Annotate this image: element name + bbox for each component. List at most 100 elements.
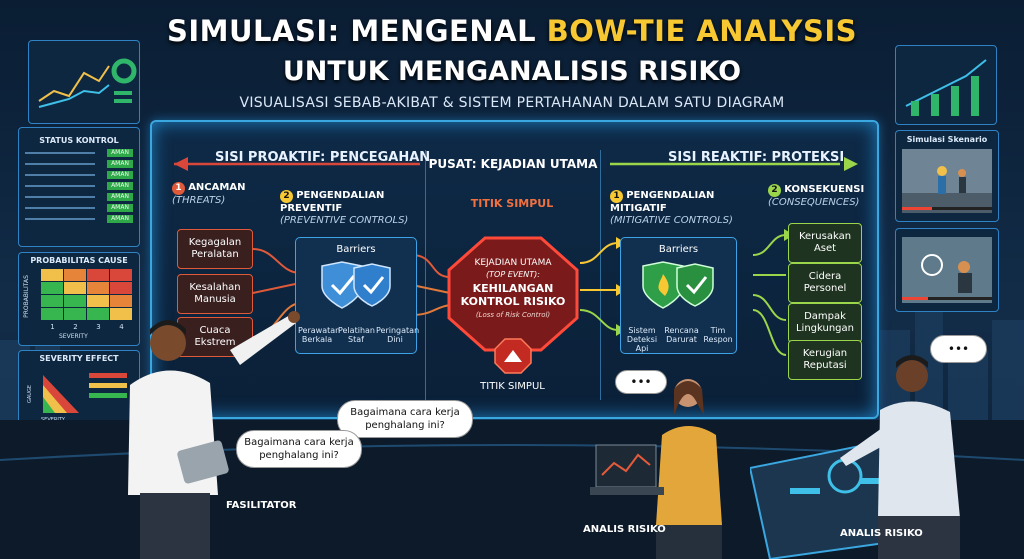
analyst1-label: ANALIS RISIKO: [583, 524, 666, 535]
prob-tick-label: 2: [73, 323, 78, 331]
status-row-line: [25, 185, 95, 187]
warning-octagon-icon: [494, 338, 532, 374]
top-event-octagon[interactable]: [447, 236, 579, 352]
scenario-video-thumbnail[interactable]: [902, 149, 992, 213]
status-row-line: [25, 152, 95, 154]
knot-top-label: TITIK SIMPUL: [470, 197, 554, 210]
status-panel-title: STATUS KONTROL: [39, 136, 119, 145]
thought-bubble-analyst1: •••: [615, 370, 667, 394]
mitigative-item-fire-detection: Sistem Deteksi Api: [626, 326, 658, 353]
risk-matrix-cell: [41, 308, 63, 320]
prob-tick-label: 1: [50, 323, 55, 331]
shield-fire-icon: [642, 261, 714, 309]
risk-matrix-cell: [87, 308, 109, 320]
title-highlight: BOW-TIE ANALYSIS: [546, 14, 858, 48]
header-arrows: [174, 157, 858, 171]
status-row: AMAN: [25, 149, 133, 157]
threat-item-extreme-weather[interactable]: Cuaca Ekstrem: [177, 317, 253, 357]
risk-matrix-cell: [110, 308, 132, 320]
risk-matrix-cell: [87, 295, 109, 307]
mini-line-chart-panel: [28, 40, 140, 124]
proactive-side-header: SISI PROAKTIF: PENCEGAHAN: [215, 150, 431, 165]
severity-gauge-chart: [43, 373, 127, 413]
risk-matrix-cell: [64, 269, 86, 281]
divider-left: [425, 150, 426, 400]
thought-bubble-analyst2: •••: [930, 335, 987, 363]
preventive-header: 2 PENGENDALIAN PREVENTIF(PREVENTIVE CONT…: [280, 190, 409, 226]
status-ok-badge: AMAN: [107, 204, 133, 212]
top-event-sub: (TOP EVENT):: [486, 270, 540, 279]
consequence-item-asset-damage[interactable]: Kerusakan Aset: [788, 223, 862, 263]
page-title: SIMULASI: MENGENAL BOW-TIE ANALYSIS: [166, 14, 858, 48]
status-row-line: [25, 163, 95, 165]
camera-feed-panel: [895, 228, 999, 312]
status-row: AMAN: [25, 160, 133, 168]
facilitator-label: FASILITATOR: [226, 500, 297, 511]
status-ok-badge: AMAN: [107, 171, 133, 179]
analyst2-figure: [750, 355, 960, 559]
severity-effect-panel: SEVERITY EFFECT GAUGE SEVERITY: [18, 350, 140, 428]
mitigative-barriers-box: Barriers Sistem Deteksi Api Rencana Daru…: [620, 237, 737, 354]
prob-ylabel: PROBABILITAS: [22, 275, 30, 318]
bar-chart-icon: [905, 59, 987, 116]
line-chart-icon: [38, 58, 137, 108]
divider-right: [600, 150, 601, 400]
mitigative-header: 1 PENGENDALIAN MITIGATIF(MITIGATIVE CONT…: [610, 190, 733, 226]
facilitator-figure: [128, 311, 300, 559]
status-row: AMAN: [25, 204, 133, 212]
effect-ylabel: GAUGE: [27, 385, 33, 403]
risk-matrix-cell: [87, 282, 109, 294]
knot-bottom-label: TITIK SIMPUL: [480, 381, 545, 392]
status-row-line: [25, 174, 95, 176]
risk-matrix-cell: [110, 295, 132, 307]
status-control-panel: STATUS KONTROL AMAN AMAN AMAN AMAN AMAN AMAN A…: [18, 127, 140, 247]
risk-matrix-cell: [64, 308, 86, 320]
threats-header: 1 ANCAMAN(THREATS): [172, 182, 246, 206]
status-ok-badge: AMAN: [107, 182, 133, 190]
threat-item-human-error[interactable]: Kesalahan Manusia: [177, 274, 253, 314]
status-ok-badge: AMAN: [107, 160, 133, 168]
consequence-item-environmental-impact[interactable]: Dampak Lingkungan: [788, 303, 862, 343]
risk-matrix-grid: [41, 269, 132, 320]
analyst2-label: ANALIS RISIKO: [840, 528, 923, 539]
status-row-line: [25, 218, 95, 220]
page-title-line2: UNTUK MENGANALISIS RISIKO: [282, 56, 742, 87]
risk-matrix-cell: [64, 282, 86, 294]
threat-item-equipment-failure[interactable]: Kegagalan Peralatan: [177, 229, 253, 269]
top-event-english: (Loss of Risk Control): [475, 311, 551, 319]
preventive-item-maintenance: Perawatan Berkala: [298, 326, 341, 344]
camera-feed-thumbnail[interactable]: [902, 237, 992, 303]
risk-matrix-cell: [41, 282, 63, 294]
top-event-label: KEJADIAN UTAMA: [474, 258, 552, 268]
preventive-item-warning: Peringatan Dini: [376, 326, 420, 344]
preventive-item-training: Pelatihan Staf: [338, 326, 375, 344]
mitigative-item-response-team: Tim Respon: [703, 326, 733, 344]
speech-bubble-center: Bagaimana cara kerja penghalang ini?: [337, 400, 473, 438]
status-ok-badge: AMAN: [107, 215, 133, 223]
risk-matrix-cell: [41, 295, 63, 307]
prob-tick-label: 3: [96, 323, 101, 331]
status-row-line: [25, 196, 95, 198]
scenario-panel: Simulasi Skenario: [895, 130, 999, 222]
preventive-barriers-label: Barriers: [336, 244, 376, 255]
status-ok-badge: AMAN: [107, 193, 133, 201]
status-row: AMAN: [25, 171, 133, 179]
prob-panel-title: PROBABILITAS CAUSE: [30, 256, 128, 265]
mitigative-item-emergency-plan: Rencana Darurat: [664, 326, 699, 344]
mitigative-barriers-label: Barriers: [658, 244, 699, 255]
risk-matrix-cell: [110, 282, 132, 294]
shield-check-icon: [321, 261, 391, 309]
status-row-line: [25, 207, 95, 209]
risk-matrix-cell: [64, 295, 86, 307]
status-row: AMAN: [25, 193, 133, 201]
consequence-item-personnel-injury[interactable]: Cidera Personel: [788, 263, 862, 303]
status-row: AMAN: [25, 215, 133, 223]
status-row: AMAN: [25, 182, 133, 190]
effect-panel-title: SEVERITY EFFECT: [39, 354, 119, 363]
risk-matrix-cell: [87, 269, 109, 281]
prob-tick-label: 4: [119, 323, 124, 331]
scenario-title: Simulasi Skenario: [906, 135, 988, 144]
consequence-item-reputation-loss[interactable]: Kerugian Reputasi: [788, 340, 862, 380]
status-ok-badge: AMAN: [107, 149, 133, 157]
